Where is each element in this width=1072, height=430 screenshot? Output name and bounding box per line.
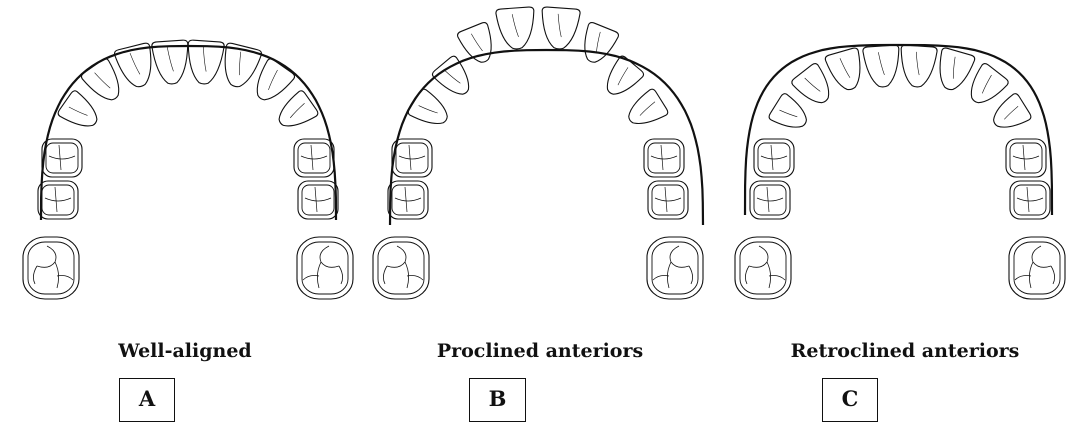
arch-retroclined-anteriors — [735, 45, 1065, 299]
canine-lateral-tooth — [622, 88, 669, 133]
premolar-tooth — [298, 181, 338, 219]
incisor-tooth — [863, 45, 902, 88]
incisor-tooth — [576, 21, 620, 67]
premolar-tooth — [388, 181, 428, 219]
molar-tooth-right — [297, 237, 353, 299]
canine-lateral-tooth — [431, 55, 478, 103]
molar-tooth-left — [23, 237, 79, 299]
premolar-tooth — [1010, 181, 1050, 219]
incisor-tooth — [899, 45, 938, 88]
premolar-tooth — [42, 139, 82, 177]
premolar-tooth — [294, 139, 334, 177]
caption-proclined-anteriors: Proclined anteriors — [395, 338, 685, 364]
label-box-a: A — [119, 378, 175, 422]
arch-drawings — [0, 0, 1072, 330]
label-box-b: B — [469, 378, 526, 422]
caption-retroclined-anteriors: Retroclined anteriors — [745, 338, 1065, 364]
arch-line — [745, 45, 1052, 215]
molar-tooth-left — [373, 237, 429, 299]
arch-proclined-anteriors — [373, 7, 703, 299]
molar-tooth-right — [1009, 237, 1065, 299]
arch-well-aligned — [23, 40, 353, 299]
molar-tooth-left — [735, 237, 791, 299]
label-box-c: C — [822, 378, 878, 422]
canine-lateral-tooth — [407, 88, 454, 133]
caption-well-aligned: Well-aligned — [70, 338, 300, 364]
incisor-tooth — [496, 7, 537, 51]
incisor-tooth — [540, 7, 581, 51]
premolar-tooth — [648, 181, 688, 219]
premolar-tooth — [392, 139, 432, 177]
molar-tooth-right — [647, 237, 703, 299]
premolar-tooth — [38, 181, 78, 219]
canine-lateral-tooth — [768, 92, 814, 136]
premolar-tooth — [754, 139, 794, 177]
canine-lateral-tooth — [987, 92, 1033, 136]
premolar-tooth — [750, 181, 790, 219]
canine-lateral-tooth — [598, 55, 645, 103]
premolar-tooth — [1006, 139, 1046, 177]
incisor-tooth — [932, 47, 975, 94]
arch-line — [41, 46, 336, 220]
incisor-tooth — [824, 47, 867, 94]
premolar-tooth — [644, 139, 684, 177]
